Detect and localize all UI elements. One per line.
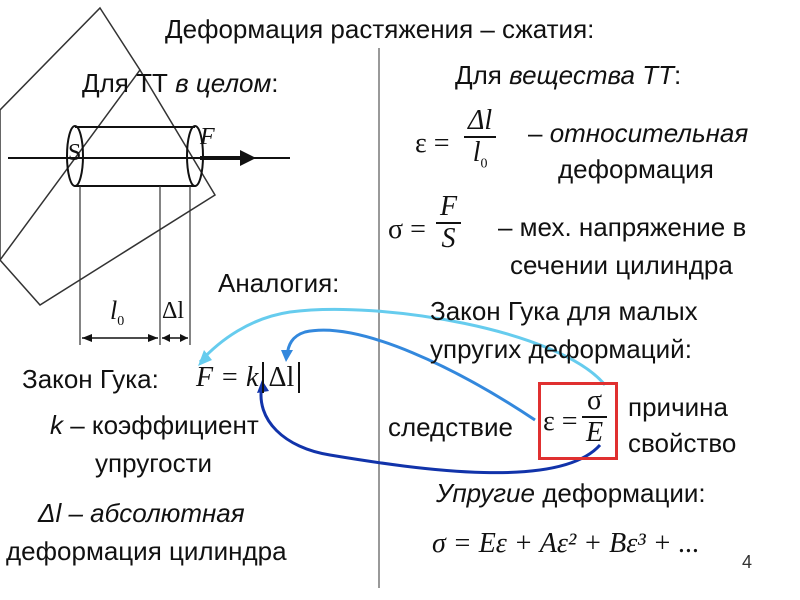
stress-symbol: σ = (388, 214, 426, 245)
hooke-small-2: упругих деформаций: (430, 334, 692, 364)
arrow-cause (198, 307, 607, 386)
label-force-F: F (200, 124, 215, 150)
page-number: 4 (742, 552, 753, 572)
label-l0: l0 (110, 296, 125, 330)
hooke-eq-lhs: ε = (543, 406, 578, 437)
stress-desc-1: – мех. напряжение в (498, 212, 747, 242)
series-formula: σ = Eε + Aε² + Bε³ + ... (432, 528, 700, 559)
right-heading: Для вещества ТТ: (455, 60, 682, 90)
page-title: Деформация растяжения – сжатия: (165, 14, 595, 44)
label-area-S: S (68, 140, 82, 166)
k-definition: k – коэффициент (50, 410, 259, 440)
arrow-property (259, 384, 602, 475)
stress-desc-2: сечении цилиндра (510, 250, 733, 280)
strain-desc-1: – относительная (528, 118, 749, 148)
delta-l-definition-2: деформация цилиндра (6, 536, 287, 566)
hooke-law-label: Закон Гука: (22, 364, 159, 394)
cause-label: причина (628, 392, 728, 422)
left-heading: Для ТТ в целом: (82, 68, 279, 98)
hooke-law-box (538, 382, 618, 460)
stress-fraction: F S (436, 192, 462, 254)
cylinder-left-face (66, 125, 84, 187)
property-label: свойство (628, 428, 737, 458)
frame-lower (0, 69, 217, 306)
strain-symbol: ε = (415, 128, 450, 159)
column-divider (378, 48, 380, 588)
arrow-consequence (285, 328, 536, 422)
force-arrowhead (240, 150, 256, 166)
delta-l-definition: Δl – абсолютная (38, 498, 245, 528)
strain-desc-2: деформация (558, 154, 714, 184)
frame-polygon (0, 6, 141, 262)
elastic-heading: Упругие деформации: (436, 478, 706, 508)
k-definition-2: упругости (95, 448, 213, 478)
strain-fraction: Δl l0 (464, 106, 497, 180)
consequence-label: следствие (388, 412, 513, 442)
analogy-label: Аналогия: (218, 268, 340, 298)
hooke-small-1: Закон Гука для малых (430, 296, 698, 326)
label-delta-l: Δl (162, 298, 185, 324)
hooke-eq-fraction: σ E (582, 386, 608, 448)
